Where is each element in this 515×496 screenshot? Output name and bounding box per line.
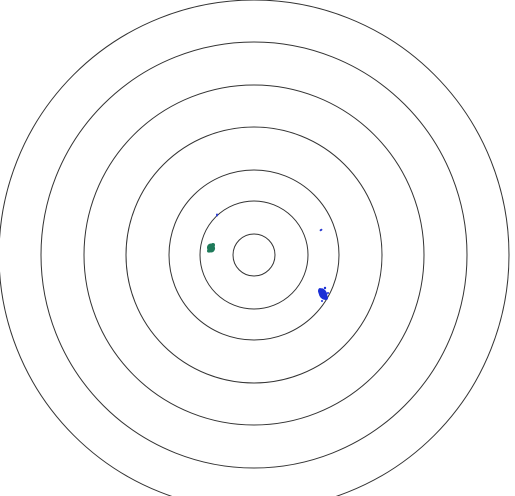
range-ring-1 [232,233,276,277]
return-blob [323,286,327,290]
return-blob [211,243,215,247]
return-blob [324,296,328,300]
radar-returns [206,213,329,302]
return-blob [216,213,218,217]
range-ring-2 [199,200,309,310]
range-ring-4 [125,126,383,384]
radar-return-blue-speck-right [319,228,323,232]
return-blob [321,300,323,302]
range-ring-3 [168,169,340,341]
radar-return-blue-cluster-large [318,286,329,302]
return-blob [318,288,322,294]
return-blob [319,228,323,232]
radar-return-green-cluster [206,243,216,253]
return-blob [327,292,329,294]
return-blob [207,249,211,253]
range-ring-6 [40,41,468,469]
radar-return-blue-speck-upper-left [216,213,218,217]
range-ring-5 [83,84,425,426]
